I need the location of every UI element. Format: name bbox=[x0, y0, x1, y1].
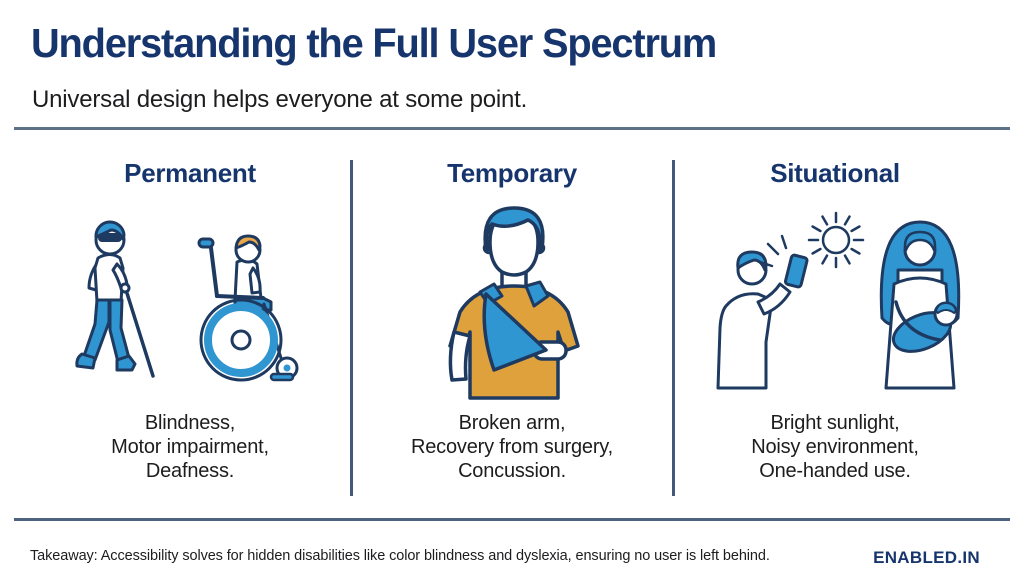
situational-description: Bright sunlight, Noisy environment, One-… bbox=[675, 411, 995, 483]
temporary-description: Broken arm, Recovery from surgery, Concu… bbox=[352, 411, 672, 483]
phone-user-icon bbox=[716, 234, 808, 389]
desc-line: Blindness, bbox=[144, 412, 236, 434]
desc-line: Concussion. bbox=[458, 460, 566, 482]
blind-person-and-wheelchair-user-icon bbox=[75, 219, 299, 381]
parent-baby-icon bbox=[879, 220, 960, 389]
takeaway-text: Takeaway: Accessibility solves for hidde… bbox=[30, 547, 770, 564]
desc-line: Noisy environment, bbox=[751, 436, 919, 458]
column-divider-right bbox=[672, 160, 675, 496]
column-title-situational: Situational bbox=[770, 158, 900, 188]
desc-line: Deafness. bbox=[145, 460, 235, 482]
person-with-arm-sling-icon bbox=[447, 205, 580, 400]
page-title: Understanding the Full User Spectrum bbox=[31, 20, 717, 66]
desc-line: Bright sunlight, bbox=[770, 412, 900, 434]
top-divider bbox=[14, 127, 1010, 130]
bottom-divider bbox=[14, 518, 1010, 521]
sunlight-phone-and-parent-with-baby-icon bbox=[716, 211, 960, 389]
sun-icon bbox=[807, 211, 864, 268]
column-title-temporary: Temporary bbox=[447, 158, 577, 188]
temporary-illustration bbox=[352, 195, 672, 409]
desc-line: Broken arm, bbox=[458, 412, 566, 434]
situational-illustration bbox=[675, 195, 995, 409]
desc-line: One-handed use. bbox=[759, 460, 911, 482]
column-situational: Situational bbox=[675, 158, 995, 483]
column-temporary: Temporary bbox=[352, 158, 672, 483]
brand-logo: ENABLED.IN bbox=[873, 548, 980, 565]
page-subtitle: Universal design helps everyone at some … bbox=[32, 86, 528, 113]
desc-line: Motor impairment, bbox=[111, 436, 269, 458]
column-title-permanent: Permanent bbox=[124, 158, 256, 188]
permanent-description: Blindness, Motor impairment, Deafness. bbox=[30, 411, 350, 483]
permanent-illustration bbox=[30, 195, 350, 409]
desc-line: Recovery from surgery, bbox=[411, 436, 613, 458]
column-permanent: Permanent bbox=[30, 158, 350, 483]
column-divider-left bbox=[350, 160, 353, 496]
